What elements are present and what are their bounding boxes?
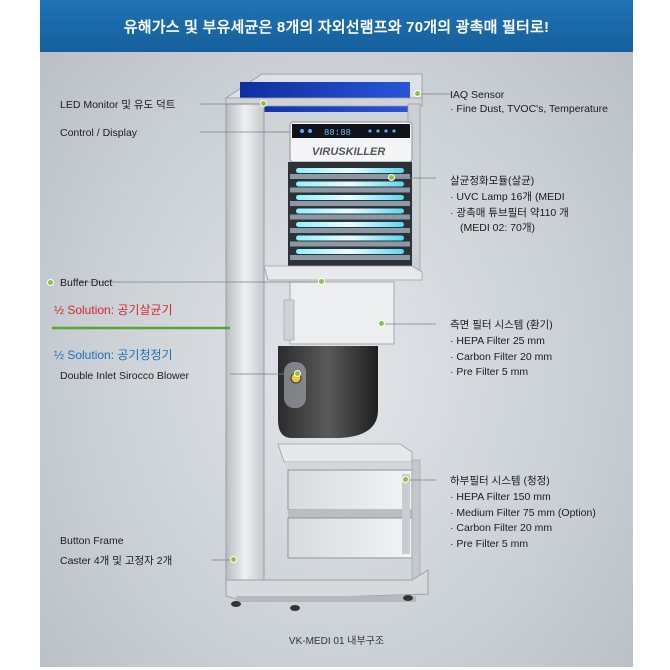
pointer-dot (47, 279, 54, 286)
pointer-dot (294, 370, 301, 377)
list-item: · Pre Filter 5 mm (450, 537, 529, 550)
list-item: · 광촉매 튜브필터 약110 개 (450, 206, 569, 219)
filter-tray (290, 214, 410, 220)
caster (403, 595, 413, 601)
filter-drawer-bottom (287, 517, 413, 559)
side-filter-box (289, 281, 395, 345)
label-side-filter: 측면 필터 시스템 (환기) (450, 319, 553, 331)
pointer-dot (318, 278, 325, 285)
uv-lamp (296, 168, 404, 173)
uv-lamp (296, 181, 404, 187)
machine-illustration: 88:88 VIRUSKILLER (52, 73, 452, 611)
label-bottom-filter: 하부필터 시스템 (청정) (450, 475, 550, 487)
label-iaq-sensor: IAQ Sensor (450, 89, 505, 101)
caster (290, 605, 300, 611)
label-buffer-duct: Buffer Duct (60, 277, 113, 289)
filter-tray (290, 228, 410, 233)
list-item: · Medium Filter 75 mm (Option) (450, 506, 596, 519)
diagram-frame: 유해가스 및 부유세균은 8개의 자외선램프와 70개의 광촉매 필터로! (40, 0, 633, 667)
banner-title: 유해가스 및 부유세균은 8개의 자외선램프와 70개의 광촉매 필터로! (40, 0, 633, 52)
list-item: · Carbon Filter 20 mm (450, 522, 553, 534)
label-blower: Double Inlet Sirocco Blower (60, 370, 189, 382)
label-sterilization-module: 살균정화모듈(살균) (450, 175, 535, 187)
list-item: · Carbon Filter 20 mm (450, 350, 553, 363)
left-column (225, 103, 265, 591)
list-bottom-filter: · HEPA Filter 150 mm · Medium Filter 75 … (450, 490, 596, 552)
pointer-dot (414, 90, 421, 97)
pointer-dot (388, 174, 395, 181)
filter-tray (290, 187, 410, 193)
filter-tray (290, 174, 410, 179)
pointer-dot (402, 476, 409, 483)
label-button-frame: Button Frame (60, 535, 124, 547)
led-monitor-panel (240, 82, 410, 112)
uv-lamp (296, 249, 404, 254)
list-item: · HEPA Filter 25 mm (450, 335, 545, 347)
label-caster: Caster 4개 및 고정자 2개 (60, 555, 173, 567)
pointer-dot (230, 556, 237, 563)
caster (231, 601, 241, 607)
uv-lamp (296, 235, 404, 241)
list-side-filter: · HEPA Filter 25 mm · Carbon Filter 20 m… (450, 334, 552, 381)
list-item: · HEPA Filter 150 mm (450, 491, 551, 503)
list-sterilization: · UVC Lamp 16개 (MEDI · 광촉매 튜브필터 약110 개 (… (450, 190, 569, 237)
uv-lamp (296, 195, 404, 200)
svg-text:VIRUSKILLER: VIRUSKILLER (312, 146, 385, 158)
label-solution-sterilizer: ½ Solution: 공기살균기 (54, 303, 173, 317)
list-iaq: · Fine Dust, TVOC's, Temperature (450, 102, 608, 118)
pointer-dot (378, 320, 385, 327)
svg-text:88:88: 88:88 (324, 128, 351, 138)
filter-tray (290, 241, 410, 247)
uv-lamp (296, 222, 404, 227)
figure-caption: VK-MEDI 01 내부구조 (288, 636, 385, 647)
uv-lamp (296, 208, 404, 214)
pointer-dot (260, 100, 267, 107)
filter-tray (290, 255, 410, 260)
list-item: (MEDI 02: 70개) (460, 222, 536, 234)
label-led-monitor: LED Monitor 및 유도 덕트 (60, 99, 176, 111)
filter-tray (290, 201, 410, 206)
uv-lamps (290, 168, 410, 260)
filter-drawer-top (287, 469, 413, 511)
list-item: · Fine Dust, TVOC's, Temperature (450, 103, 609, 115)
label-solution-purifier: ½ Solution: 공기청정기 (54, 348, 173, 362)
list-item: · UVC Lamp 16개 (MEDI (450, 191, 565, 203)
base-frame (225, 569, 429, 601)
list-item: · Pre Filter 5 mm (450, 366, 529, 378)
label-control-display: Control / Display (60, 127, 138, 139)
